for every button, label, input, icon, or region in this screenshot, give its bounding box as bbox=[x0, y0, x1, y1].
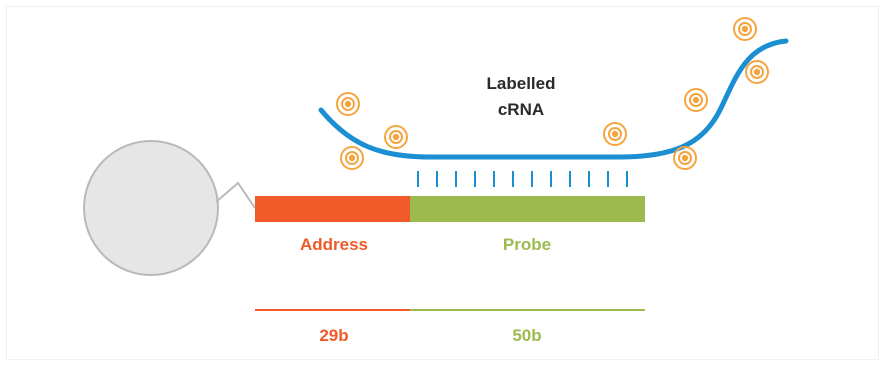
probe-segment bbox=[410, 196, 645, 222]
fluorophore-label-icon bbox=[340, 146, 364, 170]
bead-icon bbox=[83, 140, 219, 276]
fluorophore-label-icon bbox=[684, 88, 708, 112]
fluorophore-labels bbox=[336, 17, 769, 170]
address-segment bbox=[255, 196, 410, 222]
linker bbox=[215, 181, 256, 209]
probe-length-label: 50b bbox=[512, 326, 541, 345]
fluorophore-label-icon bbox=[673, 146, 697, 170]
crna-label-line2: cRNA bbox=[498, 100, 544, 119]
fluorophore-label-icon bbox=[733, 17, 757, 41]
fluorophore-label-icon bbox=[745, 60, 769, 84]
fluorophore-label-icon bbox=[336, 92, 360, 116]
fluorophore-label-icon bbox=[603, 122, 627, 146]
figure-frame bbox=[6, 6, 879, 360]
crna-label-line1: Labelled bbox=[487, 74, 556, 93]
probe-label: Probe bbox=[503, 235, 551, 254]
address-length-label: 29b bbox=[319, 326, 348, 345]
hybridization-ticks bbox=[417, 171, 628, 187]
address-label: Address bbox=[300, 235, 368, 254]
fluorophore-label-icon bbox=[384, 125, 408, 149]
